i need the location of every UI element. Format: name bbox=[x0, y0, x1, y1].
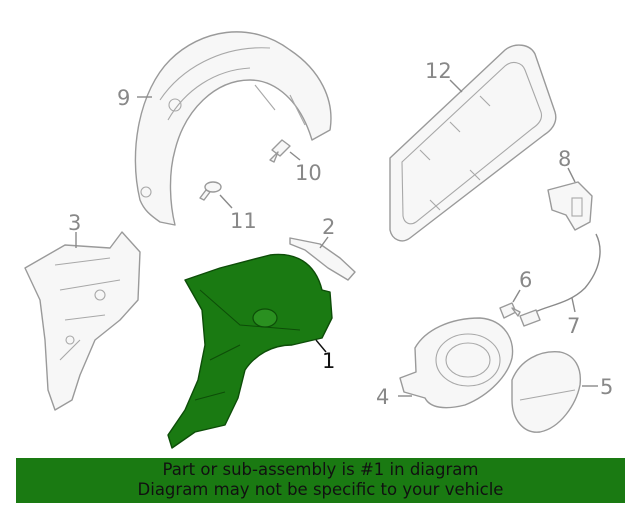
part-7-cable[interactable] bbox=[519, 233, 601, 327]
callout-11: 11 bbox=[230, 209, 257, 233]
part-9-wheelhouse-liner[interactable] bbox=[134, 31, 332, 226]
callout-2: 2 bbox=[322, 215, 335, 239]
notice-line-1: Part or sub-assembly is #1 in diagram bbox=[162, 460, 479, 479]
notice-banner: Part or sub-assembly is #1 in diagram Di… bbox=[16, 458, 625, 503]
part-10-clip[interactable] bbox=[269, 139, 291, 163]
callout-4: 4 bbox=[376, 385, 389, 409]
part-11-push-pin[interactable] bbox=[199, 181, 222, 201]
part-5-fuel-door[interactable] bbox=[511, 351, 582, 433]
parts-diagram: 9 10 11 12 3 2 1 bbox=[24, 31, 613, 449]
part-12-panel[interactable] bbox=[389, 44, 557, 242]
callout-7: 7 bbox=[567, 314, 580, 338]
callout-8: 8 bbox=[558, 147, 571, 171]
callout-6: 6 bbox=[519, 268, 532, 292]
part-8-latch[interactable] bbox=[547, 181, 593, 231]
part-2-bracket[interactable] bbox=[289, 237, 356, 281]
callout-10: 10 bbox=[295, 161, 322, 185]
callout-5: 5 bbox=[600, 375, 613, 399]
part-3-inner-panel[interactable] bbox=[24, 231, 141, 411]
part-6-bolt[interactable] bbox=[499, 302, 521, 319]
callout-3: 3 bbox=[68, 211, 81, 235]
part-4-filler-housing[interactable] bbox=[399, 317, 514, 409]
part-1-quarter-panel[interactable] bbox=[167, 253, 333, 449]
callout-1: 1 bbox=[322, 349, 335, 373]
notice-line-2: Diagram may not be specific to your vehi… bbox=[137, 480, 504, 499]
callout-12: 12 bbox=[425, 59, 452, 83]
callout-9: 9 bbox=[117, 86, 130, 110]
